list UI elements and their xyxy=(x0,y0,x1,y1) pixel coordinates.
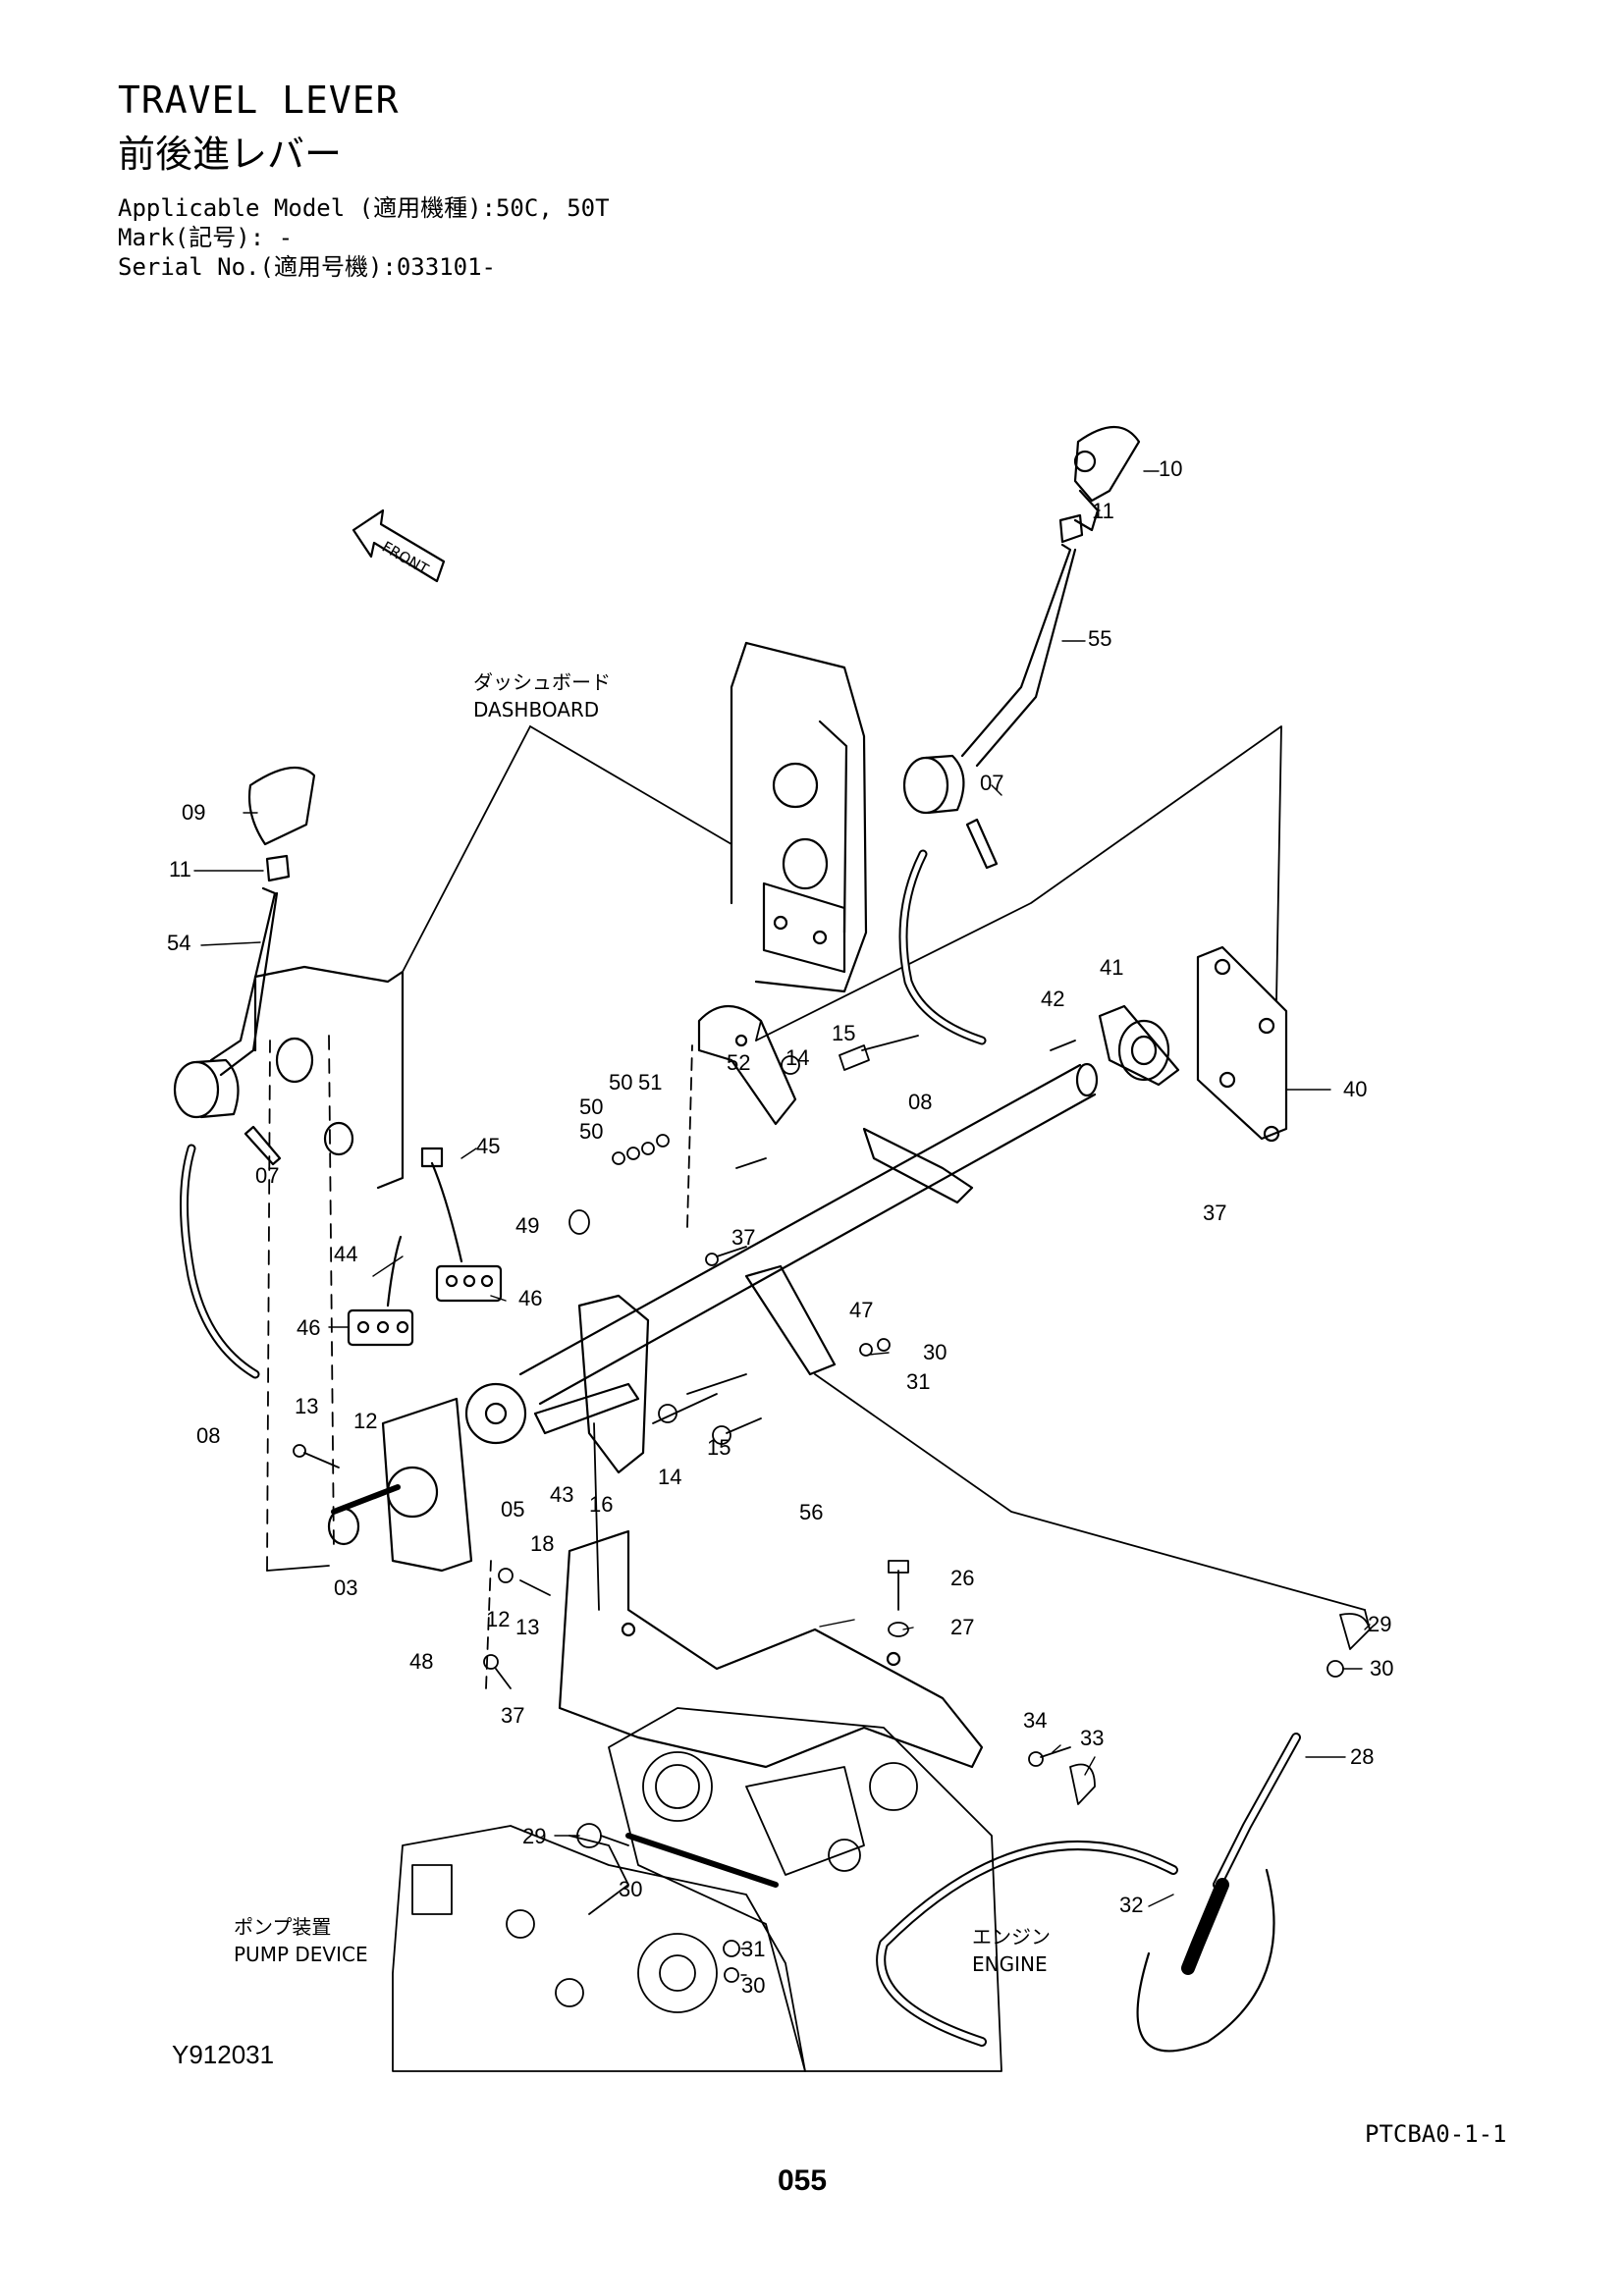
title-japanese: 前後進レバー xyxy=(118,133,343,176)
callout-31: 31 xyxy=(741,1937,765,1961)
callout-28: 28 xyxy=(1350,1744,1374,1769)
callout-11: 11 xyxy=(169,857,191,881)
callout-09: 09 xyxy=(182,800,205,825)
callout-14: 14 xyxy=(658,1465,681,1489)
segment-plate xyxy=(697,1005,797,1126)
engine xyxy=(608,1707,1002,2072)
pump-label-en: PUMP DEVICE xyxy=(234,1943,368,1966)
callout-56: 56 xyxy=(799,1500,823,1524)
callout-32: 32 xyxy=(1119,1893,1143,1917)
callout-08: 08 xyxy=(196,1423,220,1448)
lever-bracket xyxy=(327,1397,473,1573)
callout-29: 29 xyxy=(522,1824,546,1848)
callout-18: 18 xyxy=(530,1531,554,1556)
callout-50: 50 xyxy=(609,1070,632,1095)
callout-46: 46 xyxy=(297,1315,320,1340)
callout-46: 46 xyxy=(518,1286,542,1310)
callout-42: 42 xyxy=(1041,987,1064,1011)
callout-16: 16 xyxy=(589,1492,613,1517)
engine-label-jp: エンジン xyxy=(972,1925,1051,1949)
callout-07: 07 xyxy=(255,1163,279,1188)
title-english: TRAVEL LEVER xyxy=(118,79,400,122)
control-cable xyxy=(876,1733,1301,2053)
callout-13: 13 xyxy=(515,1615,539,1639)
callout-49: 49 xyxy=(515,1213,539,1238)
hardware xyxy=(293,1035,1371,1983)
callout-47: 47 xyxy=(849,1298,873,1322)
callout-30: 30 xyxy=(741,1973,765,1998)
callout-54: 54 xyxy=(167,931,190,955)
page-code: PTCBA0-1-1 xyxy=(1365,2120,1507,2148)
callout-10: 10 xyxy=(1159,456,1182,481)
lever-left xyxy=(173,766,316,1166)
engine-label-en: ENGINE xyxy=(972,1952,1048,1976)
callout-44: 44 xyxy=(334,1242,357,1266)
front-label: FRONT xyxy=(379,538,432,579)
callout-12: 12 xyxy=(353,1409,377,1433)
callout-33: 33 xyxy=(1080,1726,1104,1750)
pump-label-jp: ポンプ装置 xyxy=(234,1915,331,1939)
callout-26: 26 xyxy=(950,1566,974,1590)
detent-arm xyxy=(464,1294,650,1474)
mount-bracket-56 xyxy=(558,1529,984,1769)
mark-field: Mark(記号): - xyxy=(118,224,294,251)
callout-55: 55 xyxy=(1088,626,1111,651)
callout-05: 05 xyxy=(501,1497,524,1522)
callout-12: 12 xyxy=(486,1607,510,1631)
callout-03: 03 xyxy=(334,1575,357,1600)
main-shaft xyxy=(518,1062,1099,1406)
callout-27: 27 xyxy=(950,1615,974,1639)
callout-48: 48 xyxy=(409,1649,433,1674)
callout-08: 08 xyxy=(908,1090,932,1114)
callout-43: 43 xyxy=(550,1482,573,1507)
callout-31: 31 xyxy=(906,1369,930,1394)
drawing-id: Y912031 xyxy=(172,2040,275,2069)
callout-29: 29 xyxy=(1368,1612,1391,1636)
callout-30: 30 xyxy=(619,1877,642,1901)
callout-11: 11 xyxy=(1092,499,1114,523)
callout-13: 13 xyxy=(295,1394,318,1418)
dashboard-label-en: DASHBOARD xyxy=(473,698,599,721)
callout-52: 52 xyxy=(727,1050,750,1075)
callout-37: 37 xyxy=(501,1703,524,1728)
callout-51: 51 xyxy=(638,1070,662,1095)
page-number: 055 xyxy=(778,2164,828,2197)
switches xyxy=(347,1147,503,1347)
front-arrow-icon xyxy=(352,508,446,583)
callout-40: 40 xyxy=(1343,1077,1367,1101)
applicable-model: Applicable Model (適用機種):50C, 50T xyxy=(118,194,610,222)
lever-right xyxy=(902,426,1141,870)
callout-30: 30 xyxy=(923,1340,947,1364)
bearing-plate xyxy=(1098,945,1288,1143)
callout-50: 50 xyxy=(579,1119,603,1144)
serial-number: Serial No.(適用号機):033101- xyxy=(118,253,496,281)
dashboard-panel-right xyxy=(730,641,868,993)
callout-34: 34 xyxy=(1023,1708,1047,1733)
callout-37: 37 xyxy=(731,1225,755,1250)
callout-15: 15 xyxy=(707,1435,731,1460)
dashboard-label-jp: ダッシュボード xyxy=(473,670,611,694)
pump-device xyxy=(392,1825,806,2072)
callout-30: 30 xyxy=(1370,1656,1393,1681)
callout-14: 14 xyxy=(785,1045,809,1070)
callout-50: 50 xyxy=(579,1095,603,1119)
callout-37: 37 xyxy=(1203,1201,1226,1225)
callout-07: 07 xyxy=(980,771,1003,795)
callout-45: 45 xyxy=(476,1134,500,1158)
callout-41: 41 xyxy=(1100,955,1123,980)
callout-15: 15 xyxy=(832,1021,855,1045)
